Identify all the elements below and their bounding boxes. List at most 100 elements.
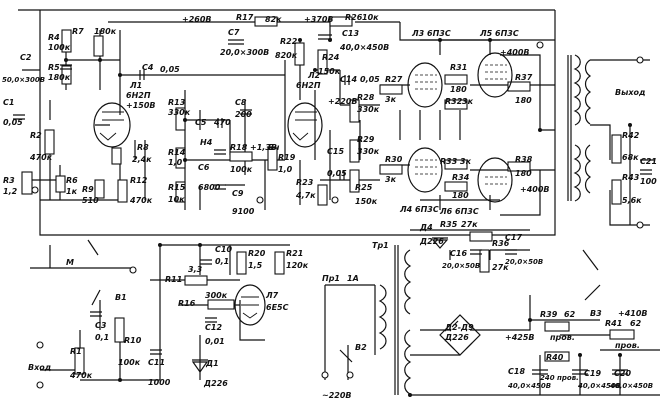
label-mains: ~220В — [322, 391, 352, 400]
label-r35-value: 27к — [461, 220, 478, 229]
label-l2: Л2 — [307, 71, 321, 80]
label-r36: R36 — [492, 239, 510, 248]
label-l3: Л3 6П3С — [411, 29, 451, 38]
label-c17: C17 — [505, 233, 522, 242]
label-r33-value: 3к — [460, 157, 472, 166]
label-d2-type: Д226 — [444, 333, 469, 342]
label-r32: R32 — [445, 97, 463, 106]
label-output: Выход — [615, 88, 645, 97]
label-c9: C9 — [232, 189, 244, 198]
label-c10-value: 0,1 — [215, 257, 229, 266]
label-r24-value: 150к — [318, 67, 341, 76]
label-l7: Л7 — [265, 291, 279, 300]
label-r7: R7 — [72, 27, 84, 36]
label-c9-value: 9100 — [232, 207, 255, 216]
junction-dots — [64, 38, 632, 397]
label-r1-value: 470к — [69, 371, 93, 380]
label-d2: Д2-Д9 — [444, 323, 474, 332]
label-r9: R9 — [82, 185, 94, 194]
transformers — [378, 54, 592, 395]
label-c16: C16 — [450, 249, 467, 258]
label-l1-type: 6Н2П — [126, 91, 151, 100]
label-r5-value: 180к — [48, 73, 71, 82]
label-r24: R24 — [322, 53, 340, 62]
label-r27: R27 — [385, 75, 403, 84]
label-r35: R35 — [440, 220, 458, 229]
label-c1: C1 — [3, 98, 14, 107]
label-l2-type: 6Н2П — [296, 81, 321, 90]
label-c7: C7 — [228, 28, 240, 37]
label-r39-value: 62 — [564, 310, 576, 319]
label-r10: R10 — [124, 336, 142, 345]
label-r2: R2 — [30, 131, 42, 140]
label-r18-value: 100к — [230, 165, 253, 174]
label-r17-value: 82к — [265, 15, 282, 24]
label-c13: C13 — [342, 29, 359, 38]
label-c3-value: 0,1 — [95, 333, 109, 342]
label-r38: R38 — [515, 155, 533, 164]
label-m: М — [66, 258, 74, 267]
label-l4: Л4 6П3С — [399, 205, 439, 214]
label-pr1-value: 1А — [347, 274, 359, 283]
label-c17-value: 20,0×50В — [505, 258, 543, 266]
label-r23-value: 4,7к — [295, 191, 316, 200]
label-c6-value: 6800 — [198, 183, 221, 192]
label-r13: R13 — [168, 98, 186, 107]
label-v13: +1,3В — [250, 143, 277, 152]
label-bu: Вч — [268, 143, 280, 152]
label-r42: R42 — [622, 131, 640, 140]
label-r26: R26 — [345, 13, 363, 22]
label-r34-value: 180 — [452, 191, 469, 200]
label-c15: C15 — [327, 147, 344, 156]
label-r31-value: 180 — [450, 85, 467, 94]
label-r42-value: 68к — [622, 153, 639, 162]
label-c1-value: 0,05 — [3, 118, 23, 127]
label-r29-value: 330к — [357, 147, 380, 156]
label-r36-value: 27к — [492, 263, 509, 272]
label-d4-type: Д226 — [419, 237, 444, 246]
label-r29: R29 — [357, 135, 375, 144]
label-r7-value: 180к — [94, 27, 117, 36]
tubes — [93, 52, 513, 326]
label-b1: В1 — [115, 293, 127, 302]
label-r38-value: 180 — [515, 169, 532, 178]
label-c8: C8 — [235, 98, 247, 107]
label-c2-value: 50,0×300В — [2, 76, 45, 84]
label-r5: R5 — [48, 63, 60, 72]
label-r28-value: 330к — [357, 105, 380, 114]
label-d4: Д4 — [419, 223, 433, 232]
label-c19-value: 40,0×450В — [578, 382, 621, 390]
label-r4-value: 100к — [48, 43, 71, 52]
label-r14-value: 1,0 — [168, 158, 183, 167]
label-r13-value: 330к — [168, 108, 191, 117]
label-l5: Л5 6П3С — [479, 29, 519, 38]
label-r6: R6 — [66, 176, 78, 185]
label-prov1: пров. — [550, 333, 575, 342]
label-r19: R19 — [278, 153, 296, 162]
capacitors — [13, 34, 652, 375]
label-c20: C20 — [614, 369, 631, 378]
label-r20: R20 — [248, 249, 266, 258]
label-c14: C14 — [340, 75, 357, 84]
diodes-and-switches — [87, 237, 601, 374]
label-r43: R43 — [622, 173, 640, 182]
label-r37-value: 180 — [515, 96, 532, 105]
label-c8-value: 200 — [235, 110, 252, 119]
label-r32-value: 3к — [462, 97, 474, 106]
label-r2-value: 470к — [29, 153, 53, 162]
label-tr1: Тр1 — [372, 241, 389, 250]
label-c12-value: 0,01 — [205, 337, 225, 346]
label-r41-value: 62 — [630, 319, 642, 328]
label-r27-value: 3к — [385, 95, 397, 104]
label-l1: Л1 — [129, 81, 142, 90]
label-h4: Н4 — [200, 138, 213, 147]
label-r6-value: 1к — [66, 187, 78, 196]
label-c19: C19 — [584, 369, 601, 378]
label-c3: C3 — [95, 321, 107, 330]
label-r30-value: 3к — [385, 175, 397, 184]
label-c7-value: 20,0×300В — [220, 48, 269, 57]
label-b2: В2 — [355, 343, 367, 352]
label-c20-value: 40,0×450В — [610, 382, 653, 390]
label-v400-top: +400В — [500, 48, 530, 57]
